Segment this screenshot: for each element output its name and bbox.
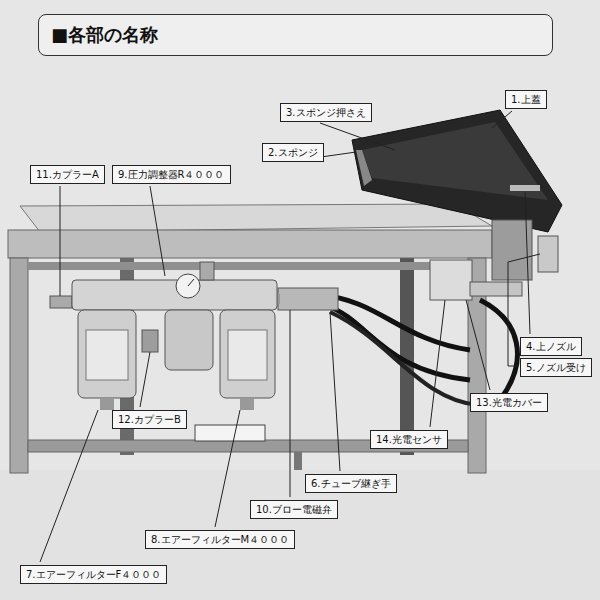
callout-label: 3.スポンジ押さえ (286, 106, 366, 119)
hose (330, 312, 478, 405)
page-title: ■各部の名称 (39, 15, 552, 55)
callout-label: 12.カプラーB (118, 413, 181, 426)
callout-label: 8.エアーフィルターM４０００ (151, 533, 289, 546)
leader-line (492, 111, 512, 128)
callout-label: 4.上ノズル (526, 340, 576, 353)
drain (100, 398, 114, 410)
callout-box: 2.スポンジ (262, 143, 324, 162)
gauge (176, 274, 200, 298)
nozzle-holder (538, 236, 558, 272)
callout-label: 11.カプラーA (36, 168, 99, 181)
sponge (356, 150, 372, 186)
leader-line (525, 192, 530, 334)
callout-box: 12.カプラーB (112, 410, 187, 429)
leader-line (140, 352, 150, 407)
leader-line (466, 300, 490, 390)
floor (0, 470, 600, 600)
sensor-cover (430, 260, 472, 300)
callout-box: 8.エアーフィルターM４０００ (145, 530, 295, 549)
callout-label: 7.エアーフィルターF４０００ (26, 568, 161, 581)
filter-window (86, 330, 128, 380)
callout-box: 14.光電センサ (370, 430, 448, 449)
table-edge (8, 230, 492, 258)
callout-label: 10.ブロー電磁弁 (256, 503, 332, 516)
foot (294, 452, 302, 470)
callout-label: 14.光電センサ (376, 433, 442, 446)
callout-box: 11.カプラーA (30, 165, 105, 184)
sponge-holder (362, 122, 548, 200)
table-leg (400, 255, 414, 455)
callout-box: 4.上ノズル (520, 337, 582, 356)
lid (352, 110, 562, 232)
leader-line (150, 186, 165, 276)
frame-rail (28, 262, 468, 270)
mount (200, 262, 214, 280)
hose (480, 300, 517, 400)
sensor-bracket (470, 282, 522, 296)
hose (320, 295, 470, 350)
callout-label: 2.スポンジ (268, 146, 318, 159)
callout-box: 10.ブロー電磁弁 (250, 500, 338, 519)
callout-box: 1.上蓋 (505, 90, 547, 109)
leader-line (320, 123, 395, 150)
callout-label: 13.光電カバー (476, 396, 542, 409)
leader-line (290, 310, 291, 497)
leader-line (430, 300, 445, 427)
callout-label: 1.上蓋 (511, 93, 541, 106)
table-top (20, 204, 492, 232)
filter-bowl (78, 310, 136, 398)
callout-box: 6.チューブ継ぎ手 (305, 474, 397, 493)
callout-box: 3.スポンジ押さえ (280, 103, 372, 122)
filter-window (228, 330, 267, 380)
leader-line (215, 410, 240, 527)
drain (240, 398, 254, 410)
callout-label: 5.ノズル受け (526, 361, 586, 374)
valve (278, 288, 338, 310)
leader-lines (40, 111, 540, 562)
callout-label: 6.チューブ継ぎ手 (311, 477, 391, 490)
leader-line (330, 312, 340, 471)
sticker (195, 425, 265, 441)
leader-line (40, 410, 98, 562)
callout-label: 9.圧力調整器R４０００ (118, 168, 225, 181)
callout-box: 9.圧力調整器R４０００ (112, 165, 231, 184)
leader-line (60, 186, 61, 296)
coupler (50, 296, 72, 308)
manifold (72, 280, 277, 310)
hose (325, 305, 470, 380)
callout-box: 13.光電カバー (470, 393, 548, 412)
callout-box: 5.ノズル受け (520, 358, 592, 377)
table-leg (10, 258, 28, 473)
callout-box: 7.エアーフィルターF４０００ (20, 565, 167, 584)
nozzle (510, 185, 540, 191)
coupler (142, 330, 158, 352)
regulator-body (165, 310, 213, 370)
filter-bowl (220, 310, 275, 398)
title-box: ■各部の名称 (38, 14, 553, 56)
gauge-needle (188, 279, 194, 286)
